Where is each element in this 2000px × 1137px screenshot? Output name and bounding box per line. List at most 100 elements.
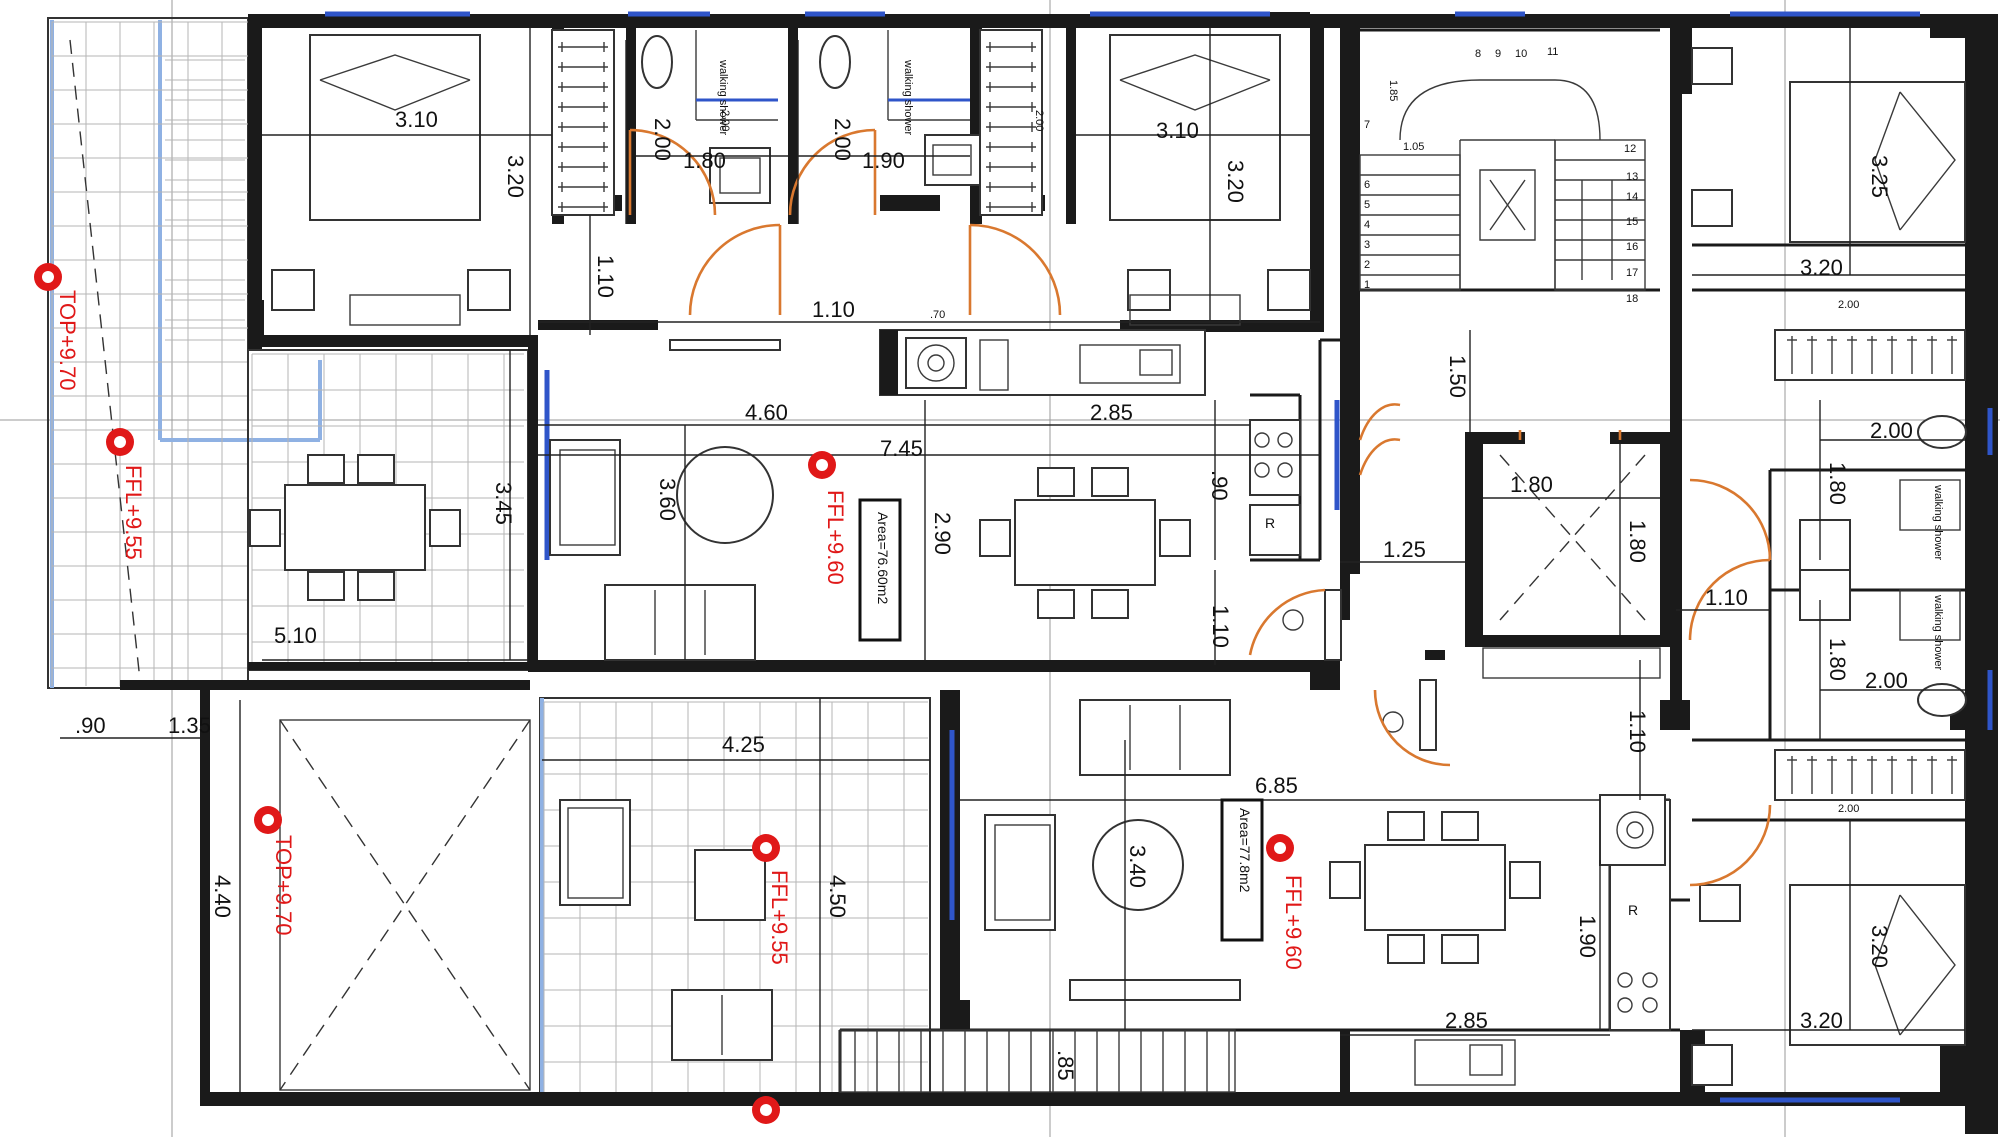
step-5: 5	[1364, 199, 1370, 211]
dim-living2-h: 3.40	[1125, 845, 1150, 888]
dim-stair-h: 1.50	[1445, 355, 1470, 398]
dim-kitchen2-w: 2.85	[1445, 1008, 1488, 1033]
dim-hall-w: 1.10	[812, 297, 855, 322]
level-markers	[34, 263, 1294, 1124]
dim-lobby-w: 1.25	[1383, 537, 1426, 562]
fridge-label: R	[1265, 515, 1275, 531]
sofa-icon	[984, 699, 1241, 1001]
step-9: 9	[1495, 48, 1501, 60]
dining-table-icon	[1329, 811, 1541, 964]
dim-bath3-w: 2.00	[1870, 418, 1913, 443]
shower-label-1: walking shower	[717, 59, 729, 136]
level-ffl-terrace2: FFL+9.55	[767, 870, 792, 965]
dimension-labels: 3.10 3.20 2.00 1.80 2.00 1.90 3.10 3.20 …	[75, 80, 1913, 1081]
dim-small-a: 2.00	[1838, 299, 1859, 311]
doors	[628, 128, 1772, 887]
furniture	[249, 29, 1967, 1091]
level-top-void: TOP+9.70	[271, 835, 296, 936]
kitchen-counter-icon	[1414, 794, 1671, 1086]
step-3: 3	[1364, 239, 1370, 251]
dim-living-total: 7.45	[880, 436, 923, 461]
dim-bed2-w: 3.10	[1156, 118, 1199, 143]
dim-hall2-h: 1.10	[1208, 605, 1233, 648]
dim-small-b: 2.00	[1838, 803, 1859, 815]
step-4: 4	[1364, 219, 1370, 231]
terrace-seating-icon	[559, 799, 773, 1061]
level-marker-icon	[34, 263, 62, 291]
level-labels: TOP+9.70 FFL+9.55 FFL+9.60 TOP+9.70 FFL+…	[55, 290, 1306, 970]
dim-bath4-w: 2.00	[1865, 668, 1908, 693]
dining-table-icon	[979, 467, 1191, 619]
step-11: 11	[1547, 46, 1558, 58]
dim-corr-h: 1.10	[1625, 710, 1650, 753]
step-13: 13	[1626, 171, 1638, 183]
dim-small-185: 1.85	[1387, 80, 1399, 101]
windows	[325, 11, 1993, 1103]
dim-void-h: 4.40	[210, 875, 235, 918]
dim-terrace-h: 3.45	[491, 482, 516, 525]
dimension-lines	[60, 28, 1965, 1092]
dining-table-icon	[249, 454, 461, 601]
dim-kitchen2-h: 1.90	[1575, 915, 1600, 958]
step-18: 18	[1626, 293, 1638, 305]
stairs	[165, 59, 1646, 1093]
level-marker-icon	[752, 1096, 780, 1124]
dim-bed4-h: 3.20	[1867, 925, 1892, 968]
step-7: 7	[1364, 119, 1370, 131]
dim-lift-w: 1.80	[1510, 472, 1553, 497]
left-terrace	[47, 17, 322, 689]
dim-bath1-h: 2.00	[650, 118, 675, 161]
dim-bath4-h: 1.80	[1825, 638, 1850, 681]
level-marker-icon	[1266, 834, 1294, 862]
level-ffl-center: FFL+9.60	[823, 490, 848, 585]
dim-bed3-h: 3.25	[1867, 155, 1892, 198]
dim-small-c: 2.00	[719, 110, 731, 131]
dim-bed4-w: 3.20	[1800, 1008, 1843, 1033]
bed-icon	[1691, 884, 1966, 1086]
wardrobe-icon	[979, 29, 1043, 216]
dim-hall3-w: 1.10	[1705, 585, 1748, 610]
wardrobe-icon	[551, 29, 615, 216]
shower-labels: walking shower walking shower walking sh…	[717, 59, 1944, 918]
sofa-icon	[549, 339, 781, 661]
dim-lift-h: 1.80	[1625, 520, 1650, 563]
void-icon	[279, 719, 531, 1091]
step-6: 6	[1364, 179, 1370, 191]
dim-bed3-w: 3.20	[1800, 255, 1843, 280]
dim-dining-h: 2.90	[930, 512, 955, 555]
level-ffl-left: FFL+9.55	[121, 465, 146, 560]
shower-label-2: walking shower	[902, 59, 914, 136]
dim-living-h: 3.60	[655, 478, 680, 521]
dim-bed1-w: 3.10	[395, 107, 438, 132]
toilet-icon	[1799, 415, 1967, 717]
area-label-apt2: Area=77.8m2	[1237, 808, 1253, 893]
step-10: 10	[1515, 48, 1527, 60]
dim-lower-left-a: .90	[75, 713, 106, 738]
dim-kitchen-h: .90	[1207, 470, 1232, 501]
area-boxes: Area=76.60m2 Area=77.8m2	[858, 498, 1264, 942]
step-15: 15	[1626, 216, 1638, 228]
dim-hall-h: 1.10	[593, 255, 618, 298]
shower-label-3: walking shower	[1932, 484, 1944, 561]
dim-kitchen-w: 2.85	[1090, 400, 1133, 425]
bed-icon	[1691, 47, 1966, 243]
dim-lower-left-b: 1.35	[168, 713, 211, 738]
fridge-label-2: R	[1628, 902, 1638, 918]
dim-stair2-h: .85	[1053, 1050, 1078, 1081]
step-14: 14	[1626, 191, 1638, 203]
wardrobe-icon	[1774, 329, 1966, 381]
dim-bath2-h: 2.00	[830, 118, 855, 161]
level-marker-icon	[752, 834, 780, 862]
dim-bed1-h: 3.20	[503, 155, 528, 198]
level-ffl-center2: FFL+9.60	[1281, 875, 1306, 970]
dim-small-105: 1.05	[1403, 141, 1424, 153]
toilet-icon	[819, 30, 981, 186]
step-2: 2	[1364, 259, 1370, 271]
toilet-icon	[641, 30, 778, 204]
bed-icon	[271, 34, 511, 326]
dim-bath1-w: 1.80	[683, 148, 726, 173]
step-17: 17	[1626, 267, 1638, 279]
lift-icon	[1482, 454, 1661, 679]
